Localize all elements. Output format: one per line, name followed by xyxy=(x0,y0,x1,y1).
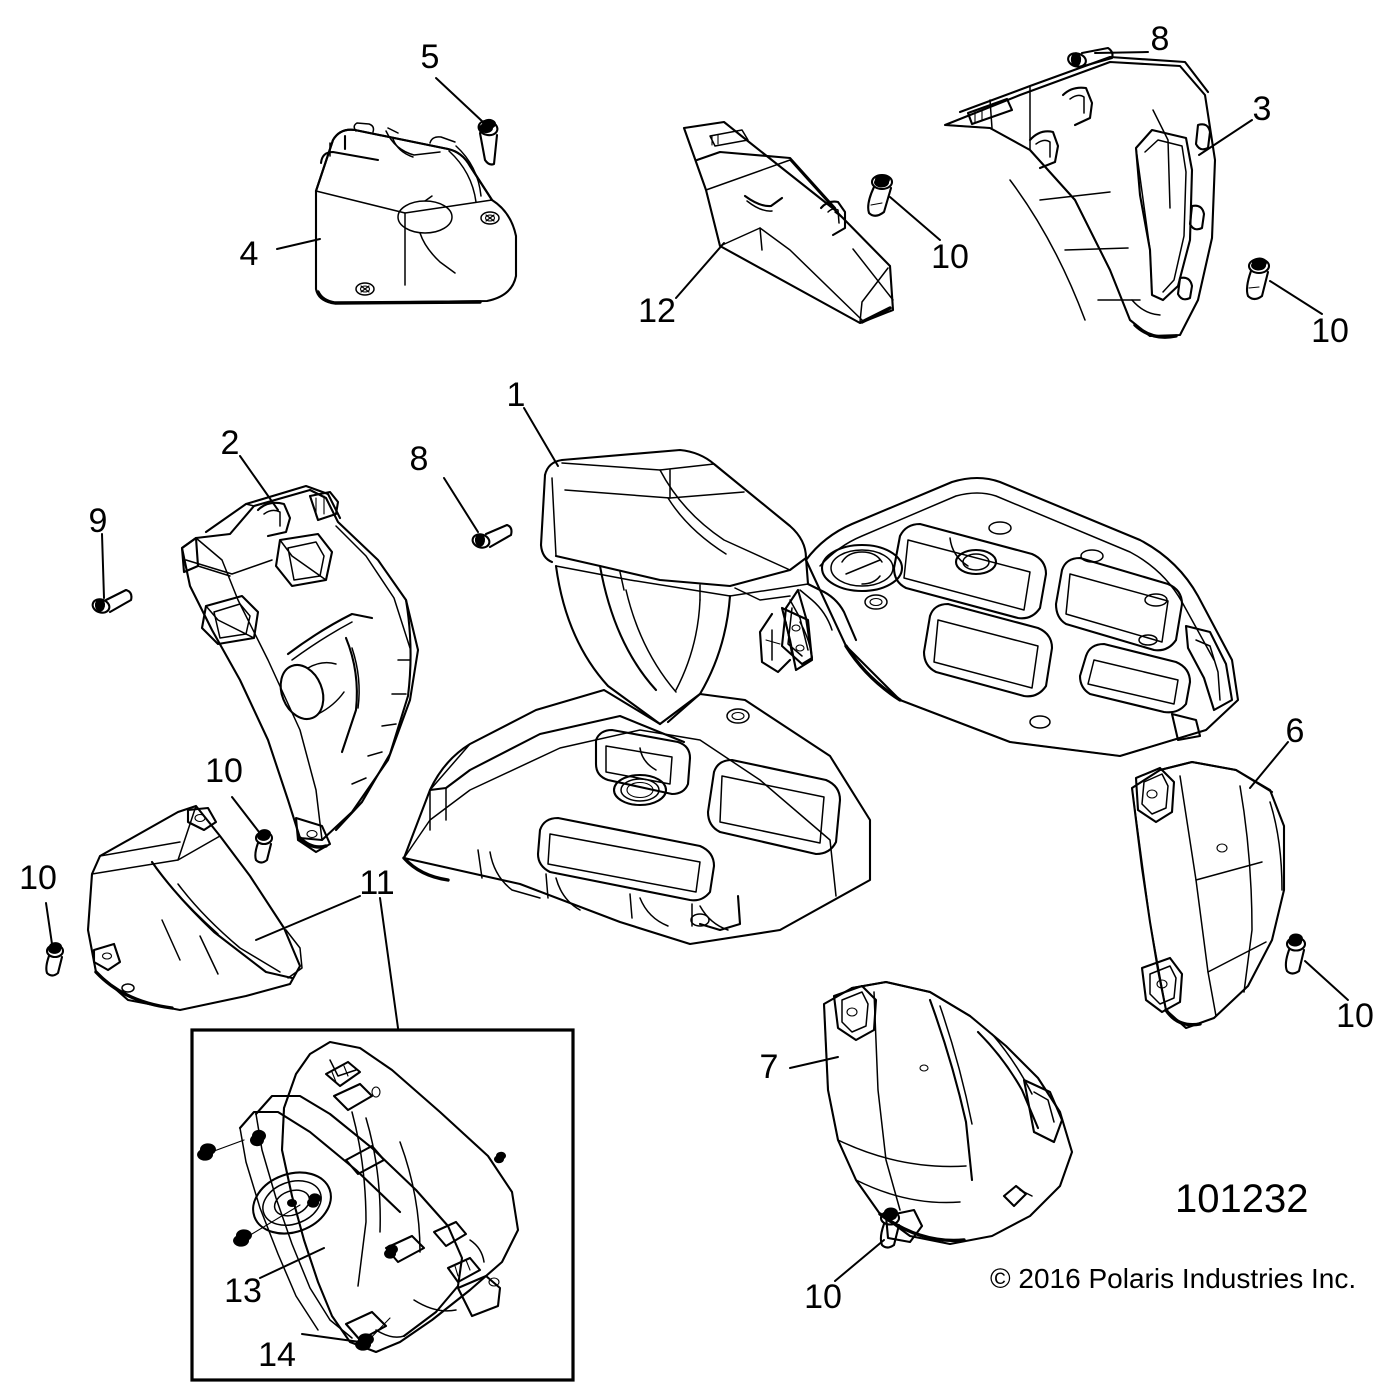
part-5-bolt xyxy=(477,118,499,166)
leader-12 xyxy=(675,242,725,299)
part-11-left-side-panel xyxy=(86,804,303,1012)
part-3-right-front-fender xyxy=(943,55,1217,339)
callout-2: 2 xyxy=(221,424,240,462)
part-1-front-cab-rack xyxy=(402,448,1240,946)
part-10-push-rivet-f xyxy=(879,1207,901,1249)
part-10-push-rivet-e xyxy=(1284,933,1307,975)
callout-10-c: 10 xyxy=(205,752,243,790)
callout-5: 5 xyxy=(421,38,440,76)
leader-10e xyxy=(1304,960,1349,1001)
part-7-left-side-shield xyxy=(822,980,1074,1246)
leader-10a xyxy=(889,196,941,241)
callout-10-e: 10 xyxy=(1336,997,1374,1035)
leader-6 xyxy=(1249,741,1289,789)
callout-9: 9 xyxy=(89,502,108,540)
part-13-inset-panel xyxy=(238,1040,520,1354)
part-6-right-side-shield xyxy=(1130,760,1286,1030)
callout-10-f: 10 xyxy=(804,1278,842,1316)
callout-13: 13 xyxy=(224,1272,262,1310)
leader-10f xyxy=(834,1239,885,1282)
part-4-console-pod-cover xyxy=(314,122,518,305)
leader-8b xyxy=(443,477,479,533)
part-10-push-rivet-b xyxy=(1245,257,1271,301)
part-8-bolt-b xyxy=(471,523,513,549)
callout-12: 12 xyxy=(638,292,676,330)
leader-13 xyxy=(259,1247,325,1279)
callout-1: 1 xyxy=(507,376,526,414)
leader-10c xyxy=(231,796,260,833)
callout-11: 11 xyxy=(359,864,394,902)
leader-10b xyxy=(1269,280,1323,315)
inset-detail-box xyxy=(190,1028,575,1382)
callout-8-a: 8 xyxy=(1151,20,1170,58)
leader-9 xyxy=(101,533,105,599)
callout-10-b: 10 xyxy=(1311,312,1349,350)
part-9-screw xyxy=(91,588,133,614)
callout-14: 14 xyxy=(258,1336,296,1374)
callout-8-b: 8 xyxy=(410,440,429,478)
leader-10d xyxy=(45,902,53,945)
leader-7 xyxy=(789,1056,839,1069)
part-10-push-rivet-d xyxy=(45,942,65,977)
leader-8a xyxy=(1094,51,1149,54)
copyright-notice: © 2016 Polaris Industries Inc. xyxy=(990,1263,1356,1294)
part-10-push-rivet-c xyxy=(254,829,274,864)
leader-14 xyxy=(301,1333,361,1343)
drawing-number: 101232 xyxy=(1175,1177,1308,1221)
callout-7: 7 xyxy=(760,1048,779,1086)
callout-10-d: 10 xyxy=(19,859,57,897)
callout-10-a: 10 xyxy=(931,238,969,276)
leader-2 xyxy=(239,455,279,511)
part-10-push-rivet-a xyxy=(867,173,894,217)
leader-11-inset xyxy=(379,897,399,1029)
callout-3: 3 xyxy=(1253,90,1272,128)
part-2-left-front-fender xyxy=(180,484,420,854)
callout-4: 4 xyxy=(240,235,259,273)
leader-3 xyxy=(1198,119,1253,156)
callout-6: 6 xyxy=(1286,712,1305,750)
part-14-inset-rivets xyxy=(197,1139,391,1351)
leader-5 xyxy=(435,77,484,123)
leader-1 xyxy=(523,407,559,467)
part-12-air-duct-trim xyxy=(682,120,895,325)
leader-4 xyxy=(276,238,321,250)
leader-11-main xyxy=(255,895,361,941)
